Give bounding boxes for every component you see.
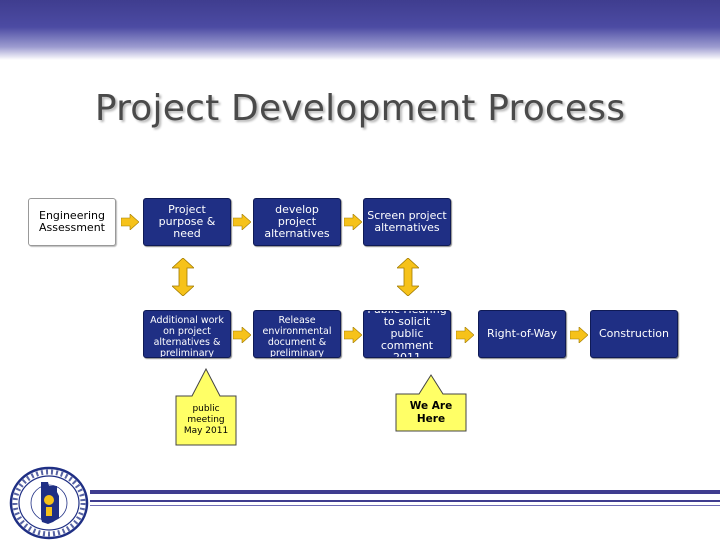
box-release-document: Release environmental document & prelimi… <box>253 310 341 358</box>
box-label: Public Hearing to solicit public comment… <box>367 311 446 358</box>
up-down-arrow-icon <box>172 258 194 296</box>
we-are-here-callout-shape <box>395 374 467 432</box>
box-label: Right-of-Way <box>486 327 558 340</box>
box-label: develop project alternatives <box>264 203 330 240</box>
right-arrow-icon <box>456 327 474 343</box>
right-arrow-icon <box>233 327 251 343</box>
box-screen-alternatives: Screen project alternatives <box>363 198 451 246</box>
box-right-of-way: Right-of-Way <box>478 310 566 358</box>
box-project-purpose: Project purpose & need <box>143 198 231 246</box>
box-label: Release environmental document & prelimi… <box>262 315 332 358</box>
right-arrow-icon <box>233 214 251 230</box>
right-arrow-icon <box>121 214 139 230</box>
right-arrow-icon <box>344 214 362 230</box>
we-are-here-callout: We Are Here <box>398 396 464 430</box>
right-arrow-icon <box>344 327 362 343</box>
public-meeting-callout-shape <box>175 368 237 446</box>
box-label: Project purpose & need <box>158 203 216 240</box>
footer-lines <box>90 490 720 506</box>
box-public-hearing: Public Hearing to solicit public comment… <box>363 310 451 358</box>
public-meeting-callout: public meeting May 2011 <box>178 398 234 442</box>
up-down-arrow-icon <box>397 258 419 296</box>
box-engineering-assessment: Engineering Assessment <box>28 198 116 246</box>
indot-seal-logo <box>9 466 89 540</box>
box-label: Screen project alternatives <box>367 209 447 234</box>
box-develop-alternatives: develop project alternatives <box>253 198 341 246</box>
slide-title: Project Development Process <box>94 88 626 129</box>
box-label: Construction <box>598 327 670 340</box>
callout-label: public meeting May 2011 <box>183 403 229 436</box>
header-band <box>0 0 720 60</box>
box-additional-work: Additional work on project alternatives … <box>143 310 231 358</box>
box-label: Engineering Assessment <box>39 209 105 234</box>
box-label: Additional work on project alternatives … <box>150 315 224 358</box>
box-construction: Construction <box>590 310 678 358</box>
callout-label: We Are Here <box>409 400 453 425</box>
right-arrow-icon <box>570 327 588 343</box>
